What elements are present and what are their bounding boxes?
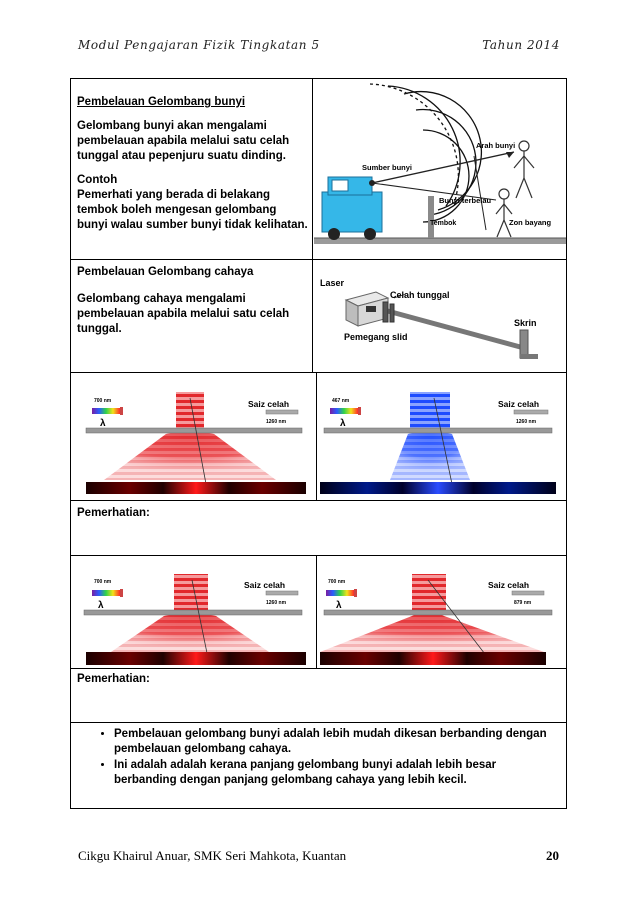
label-diffracted-sound: Bunyi terbelau [439,196,492,205]
light-diffraction-figure: Laser Celah tunggal Pemegang slid Skrin [314,262,566,370]
sound-title: Pembelauan Gelombang bunyi [77,95,309,110]
conclusion-item-1: Pembelauan gelombang bunyi adalah lebih … [114,727,560,757]
sim2a-gap-value: 1260 nm [266,600,287,606]
label-sound-direction: Arah bunyi [476,141,515,150]
sim2a-lambda: λ [98,600,104,611]
light-description: Gelombang cahaya mengalami pembelauan ap… [77,292,309,337]
conclusion-item-2: Ini adalah adalah kerana panjang gelomba… [114,758,560,788]
sim1a-wavelength: 700 nm [94,398,112,404]
sound-example: Pemerhati yang berada di belakang tembok… [77,188,309,233]
sim2b-wavelength: 700 nm [328,579,346,585]
sound-diffraction-figure: Sumber bunyi Arah bunyi Bunyi terbelau T… [314,80,566,258]
light-text-cell: Pembelauan Gelombang cahaya Gelombang ca… [77,265,309,337]
sim2b-gap-label: Saiz celah [488,580,529,590]
sim1b-wavelength: 467 nm [332,398,350,404]
sim2b-lambda: λ [336,600,342,611]
sound-text-cell: Pembelauan Gelombang bunyi Gelombang bun… [77,95,309,233]
header-year: Tahun 2014 [482,38,560,52]
label-screen: Skrin [514,318,537,328]
label-laser: Laser [320,278,345,288]
label-single-slit: Celah tunggal [390,290,450,300]
sim1b-gap-value: 1260 nm [516,419,537,425]
label-wall: Tembok [430,220,456,227]
sim2a-wavelength: 700 nm [94,579,112,585]
sim-blue-467nm-wide-gap: 467 nm λ Saiz celah 1260 nm [318,388,562,496]
sim2a-gap-label: Saiz celah [244,580,285,590]
label-sound-source: Sumber bunyi [362,163,412,172]
sim2b-gap-value: 879 nm [514,600,532,606]
observation-1-label: Pemerhatian: [77,506,150,521]
label-shadow-zone: Zon bayang [509,218,552,227]
sim-red-700nm-wide-gap: 700 nm λ Saiz celah 1260 nm [76,388,312,496]
sim1a-gap-value: 1260 nm [266,419,287,425]
page-number: 20 [546,848,559,864]
sim1b-gap-label: Saiz celah [498,399,539,409]
sim1a-lambda: λ [100,418,106,429]
header-module: Modul Pengajaran Fizik Tingkatan 5 [78,38,320,52]
sound-description: Gelombang bunyi akan mengalami pembelaua… [77,119,309,164]
footer-author: Cikgu Khairul Anuar, SMK Seri Mahkota, K… [78,848,346,864]
label-slide-holder: Pemegang slid [344,332,408,342]
light-title: Pembelauan Gelombang cahaya [77,265,309,280]
sim1a-gap-label: Saiz celah [248,399,289,409]
observation-2-label: Pemerhatian: [77,672,150,687]
sim-red-700nm-879-gap: 700 nm λ Saiz celah 879 nm [318,572,562,666]
conclusion-list: Pembelauan gelombang bunyi adalah lebih … [98,727,560,789]
sim1b-lambda: λ [340,418,346,429]
sim-red-700nm-1260-gap: 700 nm λ Saiz celah 1260 nm [76,572,312,666]
sound-example-label: Contoh [77,173,309,188]
